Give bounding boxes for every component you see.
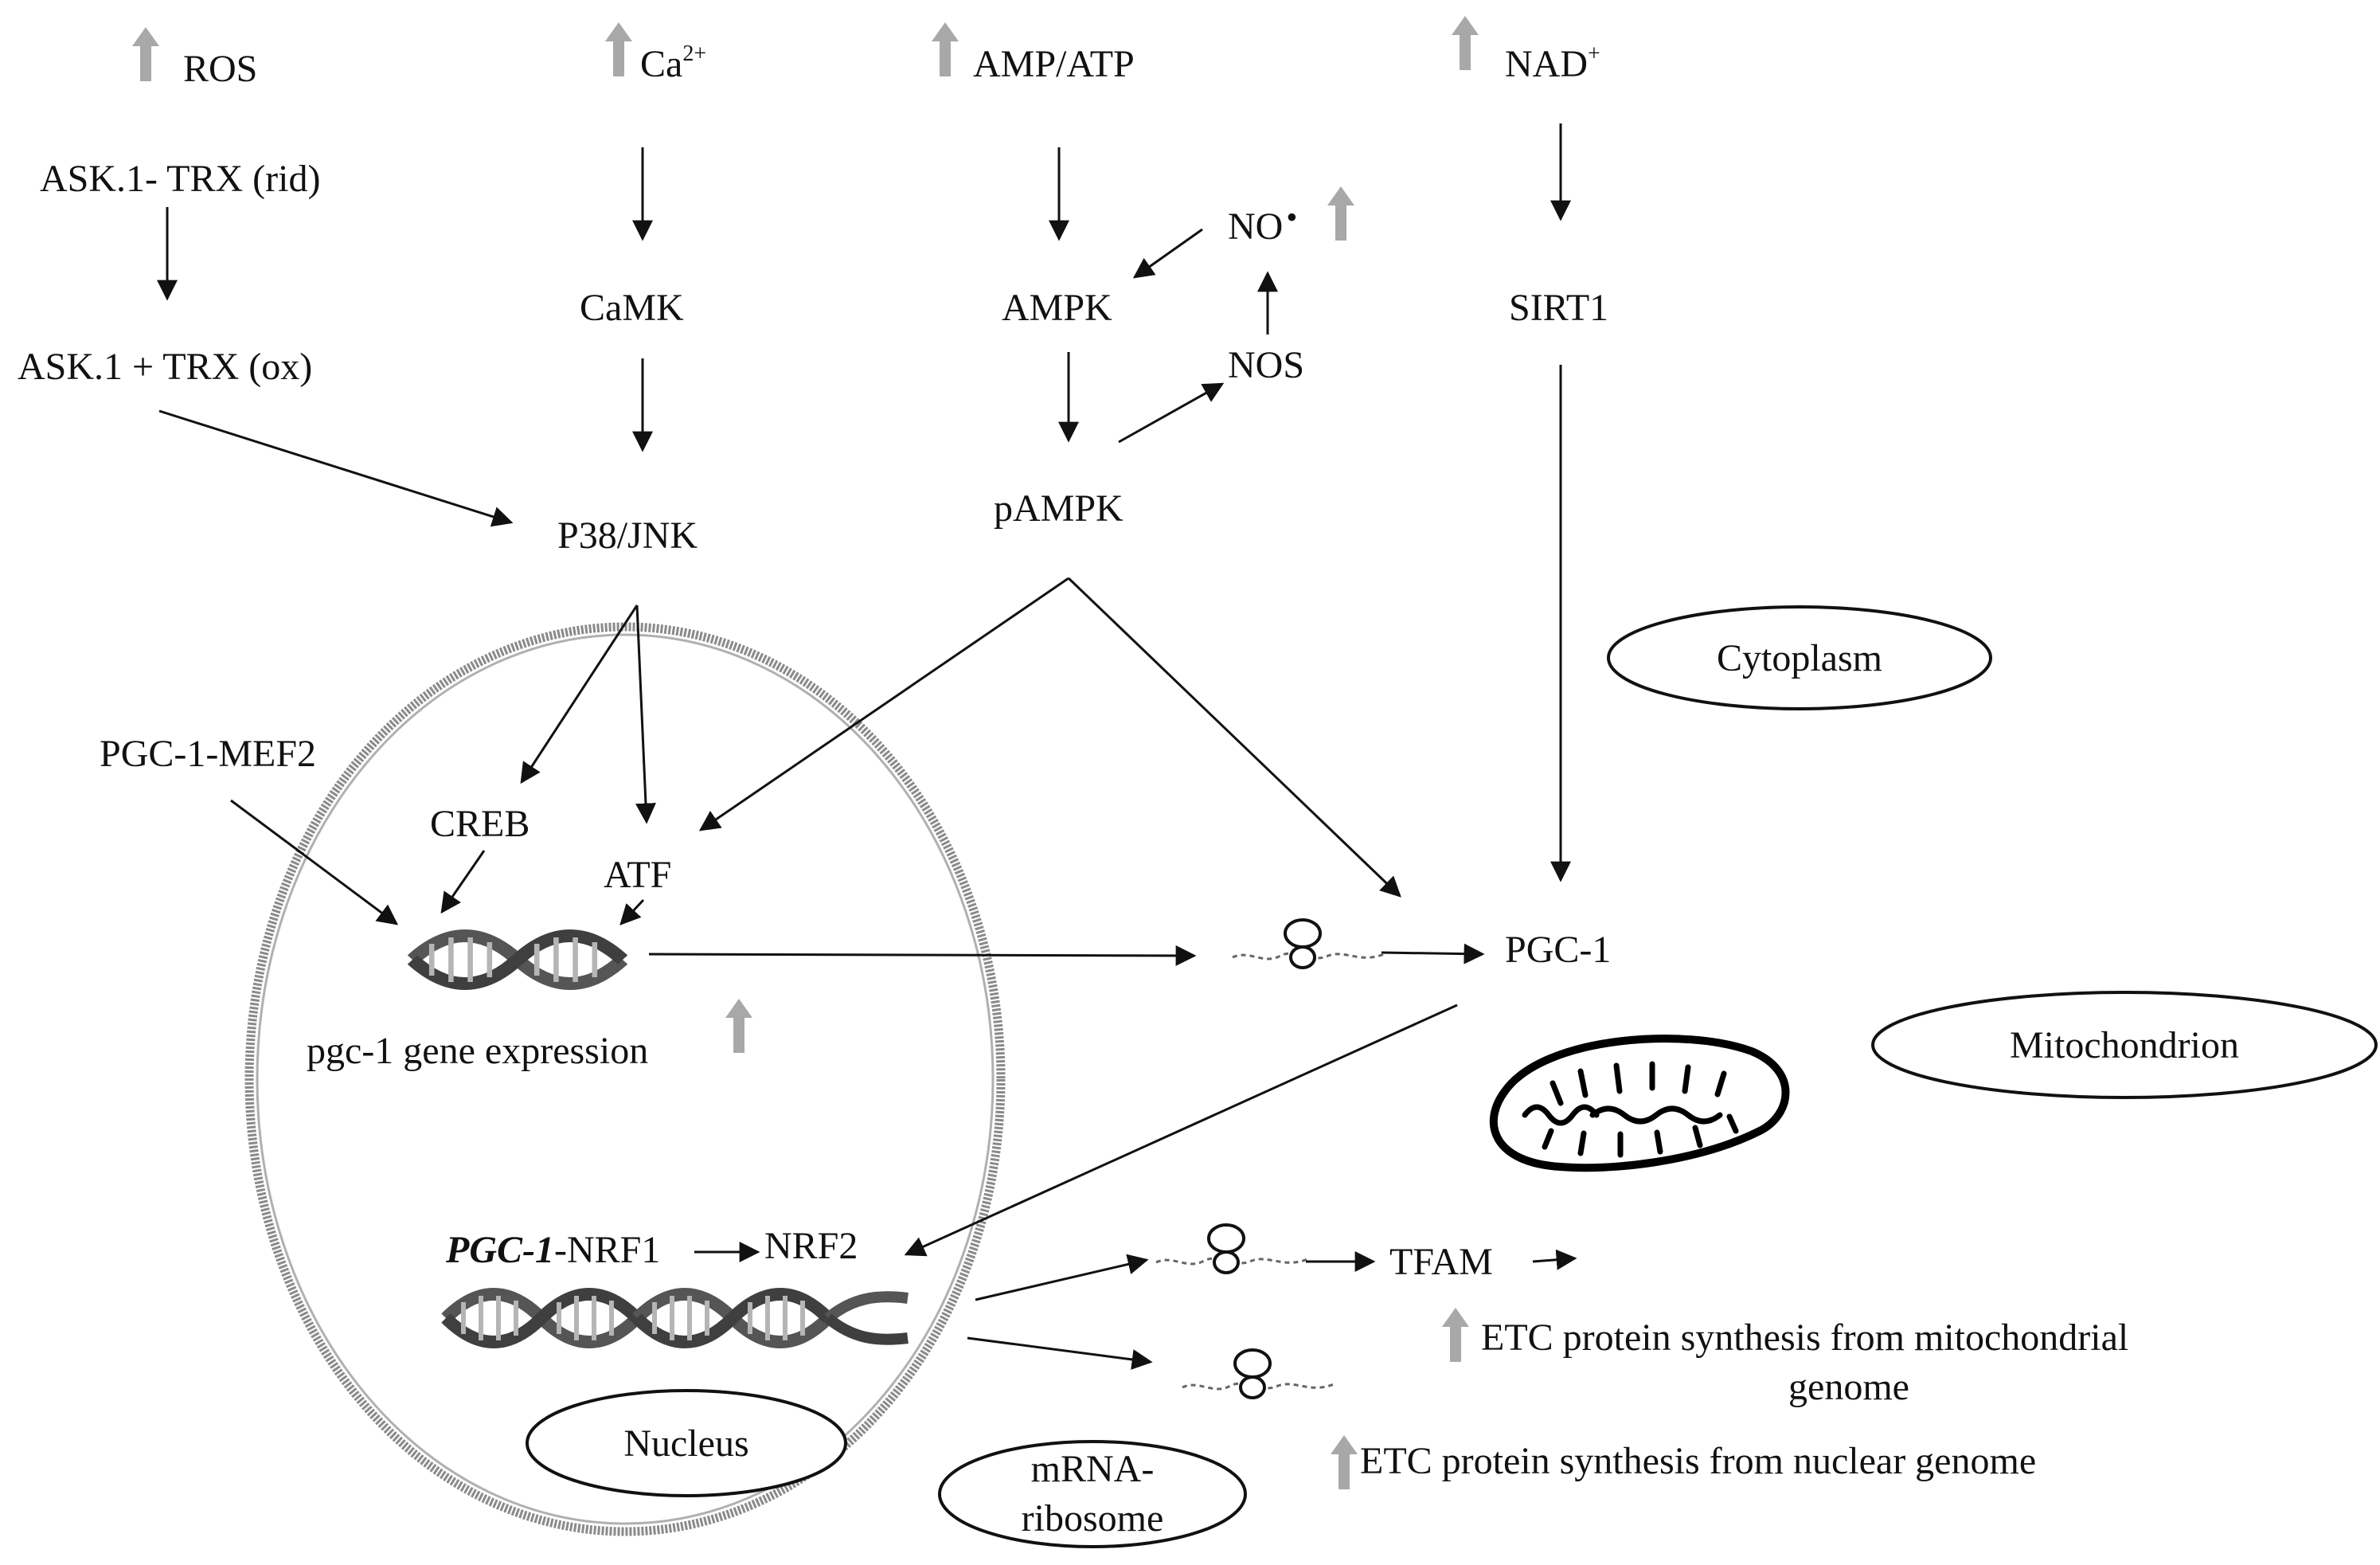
nrf2-label: NRF2 [764,1225,858,1267]
sirt1-label: SIRT1 [1509,287,1608,329]
atf-to-gene-arrow [619,898,645,925]
ampk-label: AMPK [1002,287,1112,329]
cytoplasm-label: Cytoplasm [1717,637,1882,679]
pampk-to-pgc1-arrow [1067,577,1401,898]
nucleus-boundary-inner [256,633,995,1525]
ros-increase-arrow [132,27,159,81]
gene-to-ribosome-arrow [648,945,1197,966]
etc-mito-label-line2: genome [1788,1366,1909,1408]
p38-jnk-label: P38/JNK [557,514,698,557]
nad-label: NAD+ [1505,41,1600,85]
mitochondrion-icon [1489,1035,1790,1172]
ribosome-tfam-icon [1155,1223,1309,1274]
gene-to-mito-ribosome-arrow [975,1254,1149,1301]
pgc1-gene-dna [412,936,623,984]
pgc1-mef2-to-gene-arrow [230,799,399,925]
pgc1-gene-expression-label: pgc-1 gene expression [307,1030,648,1072]
pgc1-protein-label: PGC-1 [1505,929,1611,971]
etc-mito-increase-arrow [1442,1308,1469,1362]
tfam-label: TFAM [1389,1241,1493,1283]
mrna-ribosome-badge: mRNA- ribosome [938,1440,1247,1548]
mitochondrion-badge: Mitochondrion [1871,991,2378,1099]
creb-to-gene-arrow [440,850,486,914]
mrna-label-line2: ribosome [1022,1497,1164,1540]
pgc1-nrf1-label: PGC-1-NRF1 [445,1229,660,1271]
mrna-label-line1: mRNA- [1031,1448,1155,1490]
etc-nuclear-label: ETC protein synthesis from nuclear genom… [1360,1440,2036,1482]
nos-label: NOS [1228,344,1304,386]
nrf-gene-dna [446,1294,909,1342]
no-to-ampk-arrow [1132,228,1203,279]
atf-label: ATF [604,854,671,896]
calcium-label: Ca2+ [640,41,706,85]
no-increase-arrow [1327,186,1354,241]
ribosome-pgc1-icon [1231,918,1385,969]
pampk-label: pAMPK [994,487,1124,530]
p38-to-atf-arrow [635,604,656,824]
pgc1-mef2-label: PGC-1-MEF2 [100,733,316,775]
ask-ox-to-p38-arrow [158,409,514,527]
nitric-oxide-label: NO• [1228,199,1297,248]
creb-label: CREB [430,803,530,845]
ca-increase-arrow [605,22,632,76]
amp-atp-increase-arrow [932,22,959,76]
ribosome-nuclear-icon [1181,1348,1335,1399]
gene-expression-increase-arrow [725,999,752,1053]
nad-increase-arrow [1452,16,1479,70]
tfam-to-mito-arrow [1532,1249,1577,1270]
etc-nuclear-increase-arrow [1331,1435,1358,1489]
gene-to-nuclear-ribosome-arrow [967,1336,1153,1370]
mitochondrion-label: Mitochondrion [2010,1024,2239,1066]
pgc1-to-nrf2-arrow [904,1004,1458,1257]
pampk-to-nos-arrow [1118,382,1225,444]
camk-label: CaMK [580,287,684,329]
pampk-to-atf-arrow [698,577,1069,831]
cytoplasm-badge: Cytoplasm [1607,605,1992,710]
nucleus-badge: Nucleus [526,1389,847,1497]
ask1-trx-reduced-label: ASK.1- TRX (rid) [40,158,320,200]
amp-atp-label: AMP/ATP [973,43,1135,85]
p38-to-creb-arrow [520,604,639,784]
ribosome-to-pgc1-arrow [1381,943,1485,964]
nucleus-boundary [244,622,1006,1536]
etc-mito-label-line1: ETC protein synthesis from mitochondrial [1481,1317,2128,1359]
ros-label: ROS [183,48,257,90]
ask1-trx-oxidized-label: ASK.1 + TRX (ox) [18,346,312,388]
nucleus-label: Nucleus [623,1422,748,1465]
